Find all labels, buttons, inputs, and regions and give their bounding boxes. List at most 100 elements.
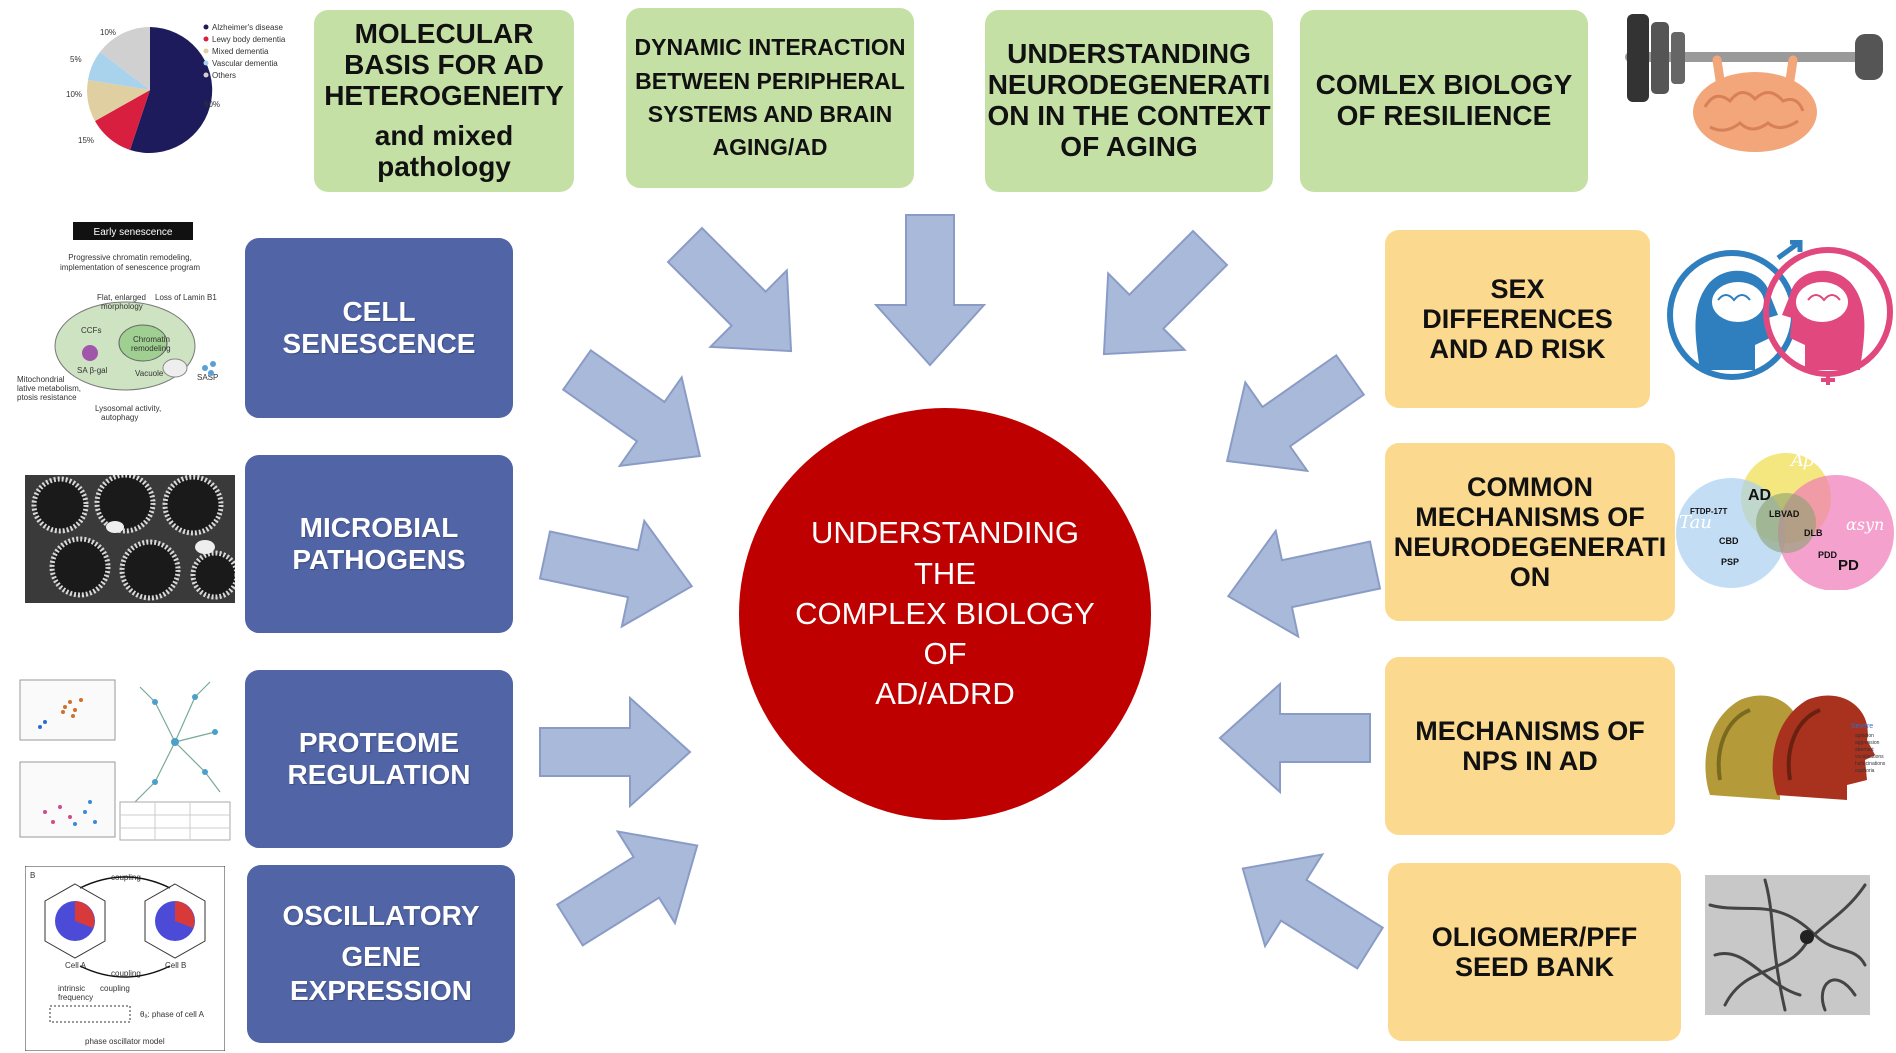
venn-label-pdd: PDD: [1818, 550, 1838, 560]
pie-slice-lewy-body: [95, 90, 150, 150]
nps-legend-1: agitation: [1855, 733, 1874, 739]
senescence-caption-2: implementation of senescence program: [60, 263, 200, 272]
sen-label-11: lative metabolism,: [17, 384, 81, 393]
brain-lifting-weights-thumbnail: [1625, 14, 1883, 152]
osc-label-7: frequency: [58, 993, 93, 1002]
right-box-4-line-2: SEED BANK: [1454, 952, 1615, 982]
sen-label-6: remodeling: [131, 344, 171, 353]
arrow-right-1: [1195, 329, 1382, 507]
venn-label-ftdp: FTDP-17T: [1690, 507, 1727, 516]
sen-label-4: CCFs: [81, 326, 101, 335]
sen-label-5: Chromatin: [133, 335, 170, 344]
right-box-2-line-1: COMMON: [1467, 471, 1593, 502]
top-box-1-line-2: BASIS FOR AD: [344, 48, 544, 80]
right-box-1-line-2: DIFFERENCES: [1422, 303, 1613, 334]
arrow-left-2: [532, 501, 704, 641]
pie-legend-1: Alzheimer's disease: [212, 23, 283, 32]
top-box-3-line-1: UNDERSTANDING: [1007, 38, 1251, 70]
left-box-4-line-1: OSCILLATORY: [282, 900, 480, 932]
venn-label-pd: PD: [1838, 557, 1859, 574]
sen-label-14: autophagy: [101, 413, 138, 422]
left-box-1-line-2: SENESCENCE: [282, 328, 476, 359]
pie-slice-vascular: [88, 52, 150, 90]
osc-label-4: Cell A: [65, 961, 87, 970]
osc-label-1: B: [30, 871, 35, 880]
osc-label-5: Cell B: [165, 961, 186, 970]
top-box-1-sub-2: pathology: [377, 151, 511, 183]
venn-label-tau: Tau: [1679, 512, 1712, 533]
top-box-2-line-4: AGING/AD: [712, 134, 828, 161]
left-box-4-line-3: EXPRESSION: [289, 975, 473, 1007]
senescence-diagram-thumbnail: Early senescence Progressive chromatin r…: [17, 222, 218, 422]
pie-slice-alzheimers: [130, 27, 213, 153]
venn-label-asyn: αsyn: [1846, 515, 1884, 534]
top-box-2-line-1: DYNAMIC INTERACTION: [634, 34, 906, 61]
arrow-left-4: [540, 798, 727, 972]
sen-label-8: Vacuole: [135, 369, 164, 378]
center-line-3: AD/ADRD: [875, 676, 1015, 712]
top-box-2-line-3: SYSTEMS AND BRAIN: [647, 101, 893, 127]
dementia-pie-thumbnail: 10% 5% 10% 15% 60% Alzheimer's disease L…: [66, 23, 286, 153]
right-box-nps-mechanisms: MECHANISMS OF NPS IN AD: [1385, 657, 1675, 835]
center-line-1: UNDERSTANDING THE: [810, 515, 1080, 591]
pie-legend: Alzheimer's disease Lewy body dementia M…: [203, 23, 286, 80]
osc-label-6: intrinsic: [58, 984, 85, 993]
top-box-resilience: COMLEX BIOLOGY OF RESILIENCE: [1300, 10, 1588, 192]
left-box-2-line-2: PATHOGENS: [292, 544, 466, 575]
right-box-common-mechanisms: COMMON MECHANISMS OF NEURODEGENERATI ON: [1385, 443, 1675, 621]
pie-pct-5: 60%: [204, 100, 220, 109]
right-box-3-line-1: MECHANISMS OF: [1415, 715, 1645, 746]
right-box-1-line-1: SEX: [1490, 273, 1545, 304]
right-box-2-line-3: NEURODEGENERATI: [1393, 532, 1667, 562]
top-box-4-line-2: OF RESILIENCE: [1336, 100, 1552, 131]
right-box-2-line-2: MECHANISMS OF: [1415, 501, 1645, 532]
nps-legend-5: hallucinations: [1855, 761, 1886, 767]
osc-label-8: coupling: [100, 984, 130, 993]
pie-slice-mixed: [87, 80, 150, 121]
arrow-top-3: [1064, 208, 1250, 394]
top-box-3-line-3: ON IN THE CONTEXT: [987, 100, 1271, 131]
oscillator-model-thumbnail: B coupling coupling Cell A Cell B intrin…: [25, 866, 225, 1051]
sen-label-2: morphology: [101, 302, 143, 311]
nps-legend-6: euphoria: [1855, 768, 1875, 774]
sen-label-9: SASP: [197, 373, 218, 382]
sen-label-12: ptosis resistance: [17, 393, 77, 402]
top-box-3-line-2: NEURODEGENERATI: [987, 69, 1271, 101]
sen-label-1: Flat, enlarged: [97, 293, 146, 302]
left-box-oscillatory-gene-expression: OSCILLATORY GENE EXPRESSION: [247, 865, 515, 1043]
left-box-4-line-2: GENE: [341, 940, 421, 972]
nps-legend-title: Severe: [1851, 723, 1873, 730]
nps-legend-4: vocalizations: [1855, 754, 1884, 760]
arrow-left-3: [539, 697, 691, 807]
right-box-1-line-3: AND AD RISK: [1429, 334, 1606, 365]
pie-pct-2: 5%: [70, 55, 82, 64]
top-box-neurodegeneration-aging: UNDERSTANDING NEURODEGENERATI ON IN THE …: [985, 10, 1273, 192]
pie-legend-5: Others: [212, 71, 236, 80]
left-box-microbial-pathogens: MICROBIAL PATHOGENS: [245, 455, 513, 633]
left-box-2-line-1: MICROBIAL: [299, 511, 459, 543]
venn-label-lbvad: LBVAD: [1769, 509, 1800, 519]
senescence-caption-1: Progressive chromatin remodeling,: [68, 253, 192, 262]
top-box-1-sub-1: and mixed: [374, 120, 514, 152]
sex-differences-thumbnail: [1667, 240, 1893, 385]
nps-heads-thumbnail: Severe agitation aggression aberrant voc…: [1705, 695, 1886, 800]
arrow-top-1: [645, 205, 831, 391]
top-box-dynamic-interaction: DYNAMIC INTERACTION BETWEEN PERIPHERAL S…: [626, 8, 914, 188]
pie-legend-3: Mixed dementia: [212, 47, 269, 56]
sen-label-3: Loss of Lamin B1: [155, 293, 217, 302]
right-box-3-line-2: NPS IN AD: [1462, 746, 1598, 776]
neurodegeneration-venn-thumbnail: Aβ AD Tau αsyn FTDP-17T LBVAD CBD DLB PS…: [1676, 450, 1894, 590]
right-box-seed-bank: OLIGOMER/PFF SEED BANK: [1388, 863, 1681, 1041]
proteome-figure-thumbnail: [19, 679, 231, 841]
left-box-1-line-1: CELL: [342, 295, 416, 327]
top-box-1-line-3: HETEROGENEITY: [324, 79, 564, 111]
top-box-3-line-4: OF AGING: [1060, 130, 1198, 162]
top-box-2-line-2: BETWEEN PERIPHERAL: [635, 67, 905, 94]
senescence-title: Early senescence: [94, 227, 173, 238]
left-box-3-line-1: PROTEOME: [298, 726, 460, 758]
center-circle: UNDERSTANDING THE COMPLEX BIOLOGY OF AD/…: [739, 408, 1151, 820]
top-box-molecular-basis: MOLECULAR BASIS FOR AD HETEROGENEITY and…: [314, 10, 574, 192]
venn-label-cbd: CBD: [1719, 536, 1739, 546]
osc-label-3: coupling: [111, 969, 141, 978]
fibril-micrograph-thumbnail: [1705, 875, 1870, 1015]
